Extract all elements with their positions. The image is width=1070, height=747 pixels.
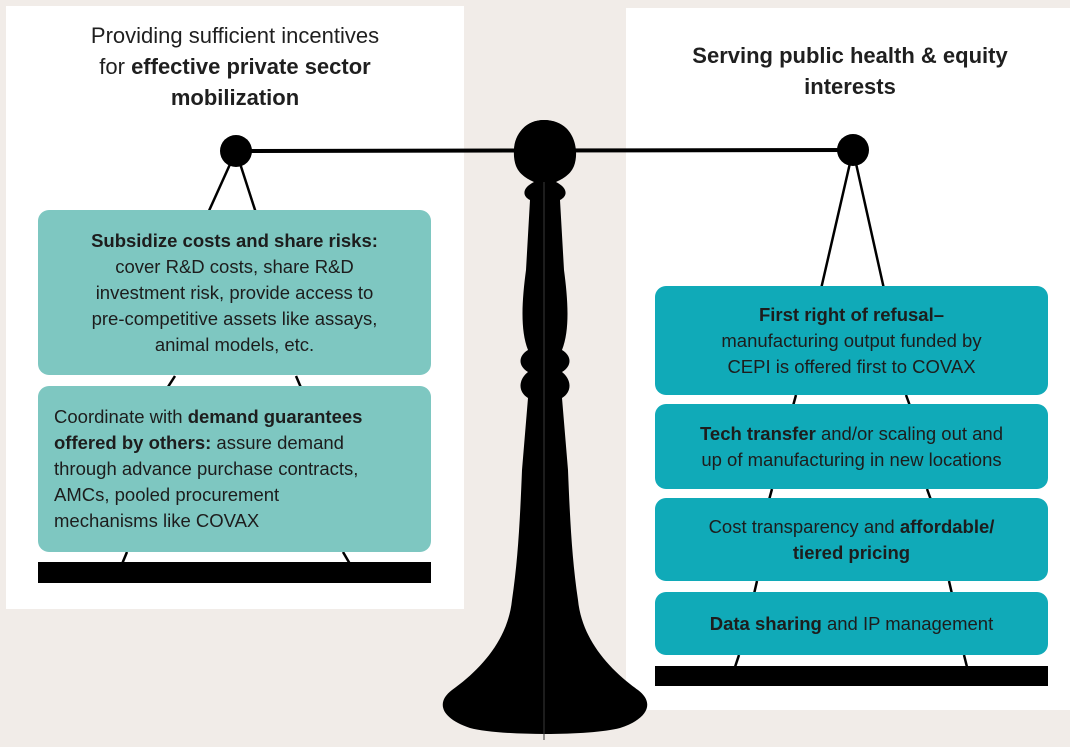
subsidize-costs-box: Subsidize costs and share risks: cover R…	[38, 210, 431, 375]
right-title-line1: Serving public health & equity	[692, 43, 1008, 68]
left-pivot-knob	[220, 135, 252, 167]
first-right-line: CEPI is offered first to COVAX	[727, 355, 976, 377]
left-title-line3-bold: mobilization	[170, 85, 300, 110]
tech-transfer-box: Tech transfer and/or scaling out and up …	[655, 404, 1048, 489]
subsidize-costs-line: animal models, etc.	[154, 333, 315, 355]
right-title-line2: interests	[804, 74, 896, 99]
subsidize-costs-line: cover R&D costs, share R&D	[115, 255, 354, 277]
demand-guarantees-heading: demand guarantees	[187, 406, 363, 427]
first-right-of-refusal-box: First right of refusal– manufacturing ou…	[655, 286, 1048, 395]
left-scale-pan	[38, 562, 431, 583]
demand-guarantees-suffix: assure demand	[211, 432, 344, 453]
right-pivot-knob	[837, 134, 869, 166]
first-right-heading: First right of refusal–	[758, 303, 945, 325]
data-sharing-heading: Data sharing	[709, 612, 822, 634]
right-title: Serving public health & equity interests	[660, 40, 1040, 102]
tech-transfer-line: up of manufacturing in new locations	[701, 448, 1002, 470]
subsidize-costs-line: investment risk, provide access to	[95, 281, 374, 303]
pricing-prefix: Cost transparency and	[708, 515, 900, 537]
left-title-line1: Providing sufficient incentives	[90, 23, 380, 48]
first-right-line: manufacturing output funded by	[721, 329, 982, 351]
data-sharing-box: Data sharing and IP management	[655, 592, 1048, 655]
right-hanging-strings	[733, 149, 969, 668]
demand-guarantees-line: mechanisms like COVAX	[54, 510, 260, 531]
tech-transfer-suffix: and/or scaling out and	[815, 422, 1004, 444]
pricing-box: Cost transparency and affordable/ tiered…	[655, 498, 1048, 581]
demand-guarantees-box: Coordinate with demand guarantees offere…	[38, 386, 431, 552]
demand-guarantees-heading-2: offered by others:	[54, 432, 212, 453]
data-sharing-suffix: and IP management	[821, 612, 994, 634]
tech-transfer-heading: Tech transfer	[699, 422, 816, 444]
left-title-line2-bold: effective private sector	[131, 54, 371, 79]
pricing-heading: affordable/	[899, 515, 995, 537]
demand-guarantees-line: through advance purchase contracts,	[54, 458, 359, 479]
subsidize-costs-heading: Subsidize costs and share risks:	[91, 229, 378, 251]
left-title: Providing sufficient incentives for effe…	[40, 20, 430, 113]
left-title-line2-prefix: for	[99, 54, 132, 79]
right-scale-pan	[655, 666, 1048, 686]
demand-guarantees-prefix: Coordinate with	[54, 406, 188, 427]
subsidize-costs-line: pre-competitive assets like assays,	[91, 307, 378, 329]
pricing-heading-2: tiered pricing	[792, 541, 911, 563]
demand-guarantees-line: AMCs, pooled procurement	[54, 484, 280, 505]
scale-top-knob	[514, 120, 574, 180]
scale-stand	[442, 120, 648, 734]
